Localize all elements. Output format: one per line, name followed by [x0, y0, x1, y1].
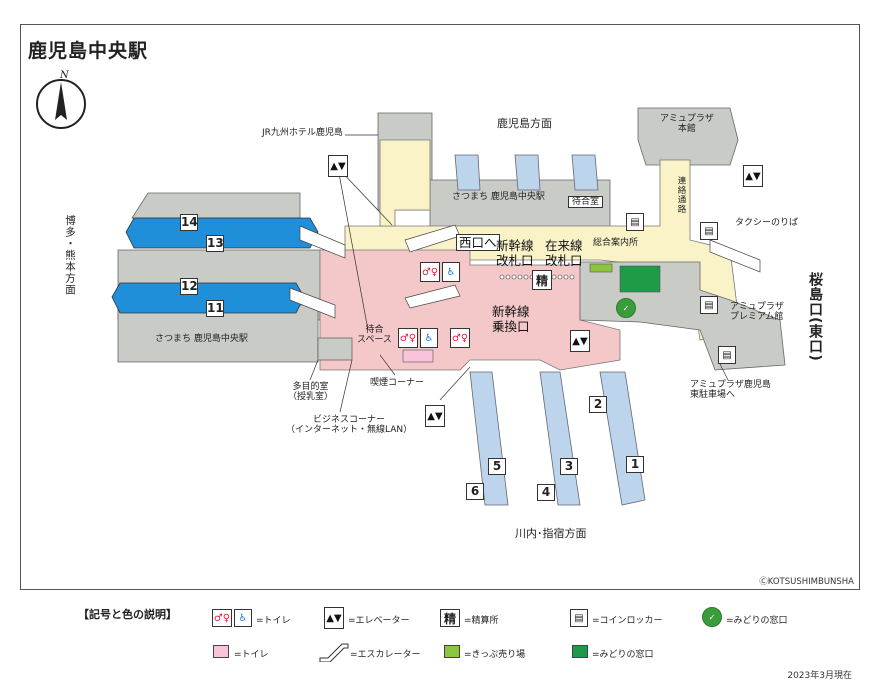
- legend-wheelchair-icon: ♿: [234, 609, 252, 627]
- platform-1: 1: [626, 456, 644, 473]
- platform-5: 5: [488, 458, 506, 475]
- svg-text:N: N: [59, 70, 70, 81]
- satsumachi-top-label: さつまち 鹿児島中央駅: [452, 192, 545, 202]
- legend-locker: =コインロッカー: [592, 616, 663, 626]
- legend-locker-icon: ▤: [570, 609, 588, 627]
- gate-markers: [499, 274, 575, 280]
- platform-12: 12: [180, 278, 198, 295]
- platform-11: 11: [206, 300, 224, 317]
- wheelchair-icon: ♿: [420, 328, 438, 348]
- platform-6: 6: [466, 483, 484, 500]
- locker-icon: ▤: [626, 213, 644, 231]
- walkway-connector: [379, 139, 431, 227]
- midori-window-icon: ✓: [616, 298, 636, 318]
- legend-elevator-icon: ▲▼: [324, 607, 344, 629]
- concourse: [319, 249, 621, 371]
- legend-kippu: =きっぷ売り場: [464, 650, 526, 660]
- copyright: ⒸKOTSUSHIMBUNSHA: [759, 577, 854, 587]
- direction-sendai: 川内･指宿方面: [515, 527, 587, 540]
- elevator-icon: ▲▼: [425, 405, 445, 427]
- legend-title: 【記号と色の説明】: [78, 608, 177, 621]
- multipurpose-label: 多目的室 （授乳室）: [288, 382, 334, 403]
- amu-honkan-label: アミュプラザ 本館: [660, 114, 714, 135]
- renraku-label: 連絡通路: [676, 176, 686, 214]
- waiting-room-label: 待合室: [568, 196, 604, 209]
- legend-midori-icon: ✓: [702, 607, 722, 627]
- ticket-sales-area: [589, 263, 613, 273]
- upper-track-3: [571, 154, 599, 191]
- legend-toilet: =トイレ: [256, 616, 291, 626]
- legend-seisan-icon: 精: [440, 609, 460, 627]
- legend-midori: =みどりの窓口: [726, 616, 788, 626]
- legend-escalator: =エスカレーター: [350, 650, 421, 660]
- shinkansen-transfer-label: 新幹線 乗換口: [492, 304, 530, 334]
- toilet-icon: ♂♀: [450, 328, 470, 348]
- direction-sakurajima: 桜島口(東口): [807, 272, 823, 362]
- upper-track-2: [514, 154, 541, 191]
- amu-premium-label: アミュプラザ プレミアム館: [730, 302, 784, 323]
- north-arrow-icon: N: [36, 70, 86, 129]
- taxi-label: タクシーのりば: [735, 218, 799, 228]
- toilet-icon: ♂♀: [398, 328, 418, 348]
- escalator-shapes: [289, 224, 761, 319]
- business-label: ビジネスコーナー （インターネット・無線LAN）: [286, 415, 413, 436]
- zairaisen-gate-label: 在来線 改札口: [545, 238, 583, 268]
- multipurpose-room: [317, 337, 353, 361]
- lower-platform-1-2: [599, 371, 646, 506]
- direction-kagoshima: 鹿児島方面: [497, 117, 552, 130]
- legend-midori-area: =みどりの窓口: [592, 650, 654, 660]
- locker-icon: ▤: [718, 346, 736, 364]
- locker-icon: ▤: [700, 222, 718, 240]
- platform-4: 4: [537, 484, 555, 501]
- shinkansen-track-top: [125, 217, 319, 249]
- map-title: 鹿児島中央駅: [28, 40, 149, 62]
- legend-elevator: =エレベーター: [348, 616, 410, 626]
- upper-track-1: [454, 154, 481, 191]
- midori-area: [619, 265, 661, 293]
- wheelchair-icon: ♿: [442, 262, 460, 282]
- platform-2: 2: [589, 396, 607, 413]
- amu-honkan-building: [637, 107, 739, 166]
- hotel-label: JR九州ホテル鹿児島: [262, 128, 343, 138]
- renraku-walkway: [344, 159, 741, 341]
- satsumachi-left-label: さつまち 鹿児島中央駅: [155, 334, 248, 344]
- direction-hakata: 博多・熊本方面: [64, 215, 76, 296]
- smoking-label: 喫煙コーナー: [370, 378, 425, 388]
- elevator-icon: ▲▼: [743, 165, 763, 187]
- legend-toilet-swatch: [213, 645, 229, 658]
- machiai-space-label: 待合 スペース: [357, 325, 392, 346]
- legend-toilet-icon: ♂♀: [212, 609, 232, 627]
- legend-kippu-swatch: [444, 645, 460, 658]
- info-center-label: 総合案内所: [593, 238, 639, 248]
- elevator-icon: ▲▼: [328, 155, 348, 177]
- leader-lines: [309, 134, 729, 413]
- toilet-area-left: [402, 349, 434, 363]
- shinkansen-gate-label: 新幹線 改札口: [496, 238, 534, 268]
- legend-escalator-icon: [319, 643, 349, 662]
- platform-3: 3: [560, 458, 578, 475]
- legend-toilet-area: =トイレ: [234, 650, 269, 660]
- date-label: 2023年3月現在: [787, 671, 852, 681]
- shinkansen-track-bottom: [111, 282, 305, 314]
- amu-parking-label: アミュプラザ鹿児島 東駐車場へ: [690, 380, 771, 401]
- legend-midori-swatch: [572, 645, 588, 658]
- elevator-icon: ▲▼: [570, 330, 590, 352]
- platform-13: 13: [206, 235, 224, 252]
- seisan-icon: 精: [532, 270, 552, 290]
- toilet-icon: ♂♀: [420, 262, 440, 282]
- legend-seisan: =精算所: [464, 616, 499, 626]
- west-exit-label: 西口へ: [456, 234, 500, 251]
- platform-14: 14: [180, 214, 198, 231]
- left-building-upper: [131, 192, 301, 219]
- locker-icon: ▤: [700, 296, 718, 314]
